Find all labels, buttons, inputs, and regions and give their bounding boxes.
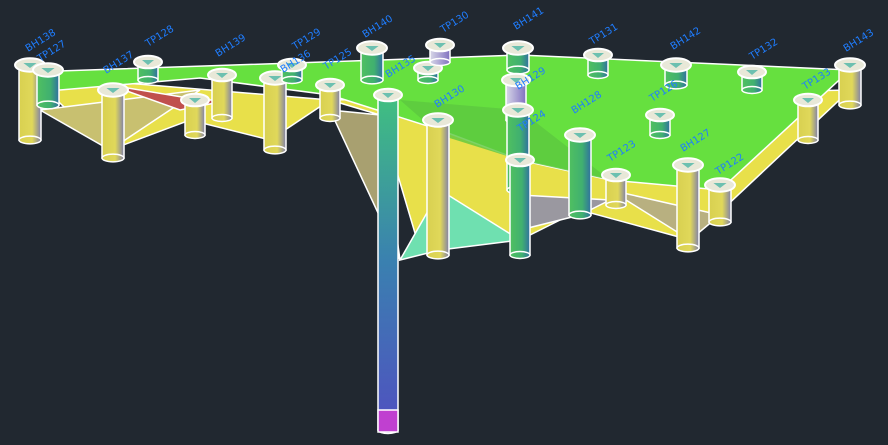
- borehole-cylinder[interactable]: [413, 60, 443, 85]
- borehole-cylinder[interactable]: [133, 54, 163, 85]
- borehole-base-layer: [377, 409, 399, 433]
- boreholes: [14, 37, 866, 435]
- borehole-label: TP130: [438, 10, 471, 36]
- borehole-cylinder[interactable]: [425, 37, 455, 67]
- borehole-cylinder[interactable]: [502, 40, 534, 75]
- borehole-cylinder[interactable]: [834, 57, 866, 110]
- borehole-cylinder[interactable]: [277, 57, 307, 85]
- borehole-label: TP131: [587, 22, 620, 48]
- borehole-cylinder[interactable]: [315, 77, 345, 123]
- borehole-cylinder[interactable]: [645, 107, 675, 140]
- borehole-cylinder[interactable]: [672, 157, 704, 253]
- borehole-cylinder[interactable]: [14, 57, 46, 145]
- borehole-label: BH139: [214, 32, 248, 59]
- borehole-cylinder[interactable]: [583, 47, 613, 80]
- borehole-label: BH141: [512, 5, 546, 32]
- borehole-cylinder[interactable]: [704, 177, 736, 227]
- borehole-cylinder[interactable]: [793, 92, 823, 145]
- borehole-cylinder[interactable]: [737, 64, 767, 95]
- borehole-label: BH142: [669, 25, 703, 52]
- borehole-cylinder[interactable]: [660, 57, 692, 90]
- borehole-cylinder[interactable]: [373, 87, 403, 435]
- borehole-cylinder[interactable]: [422, 112, 454, 260]
- borehole-label: BH140: [361, 13, 395, 40]
- borehole-cylinder[interactable]: [180, 92, 210, 140]
- borehole-cylinder[interactable]: [259, 70, 291, 155]
- borehole-cylinder[interactable]: [207, 67, 237, 123]
- borehole-label: TP128: [143, 24, 176, 50]
- borehole-cylinder[interactable]: [32, 62, 64, 110]
- borehole-cylinder[interactable]: [505, 152, 535, 260]
- borehole-cylinder[interactable]: [564, 127, 596, 220]
- borehole-label: TP132: [747, 37, 780, 63]
- borehole-cylinder[interactable]: [97, 82, 129, 163]
- borehole-cylinder[interactable]: [356, 40, 388, 85]
- borehole-cylinder[interactable]: [601, 167, 631, 210]
- borehole-label: BH143: [842, 27, 876, 54]
